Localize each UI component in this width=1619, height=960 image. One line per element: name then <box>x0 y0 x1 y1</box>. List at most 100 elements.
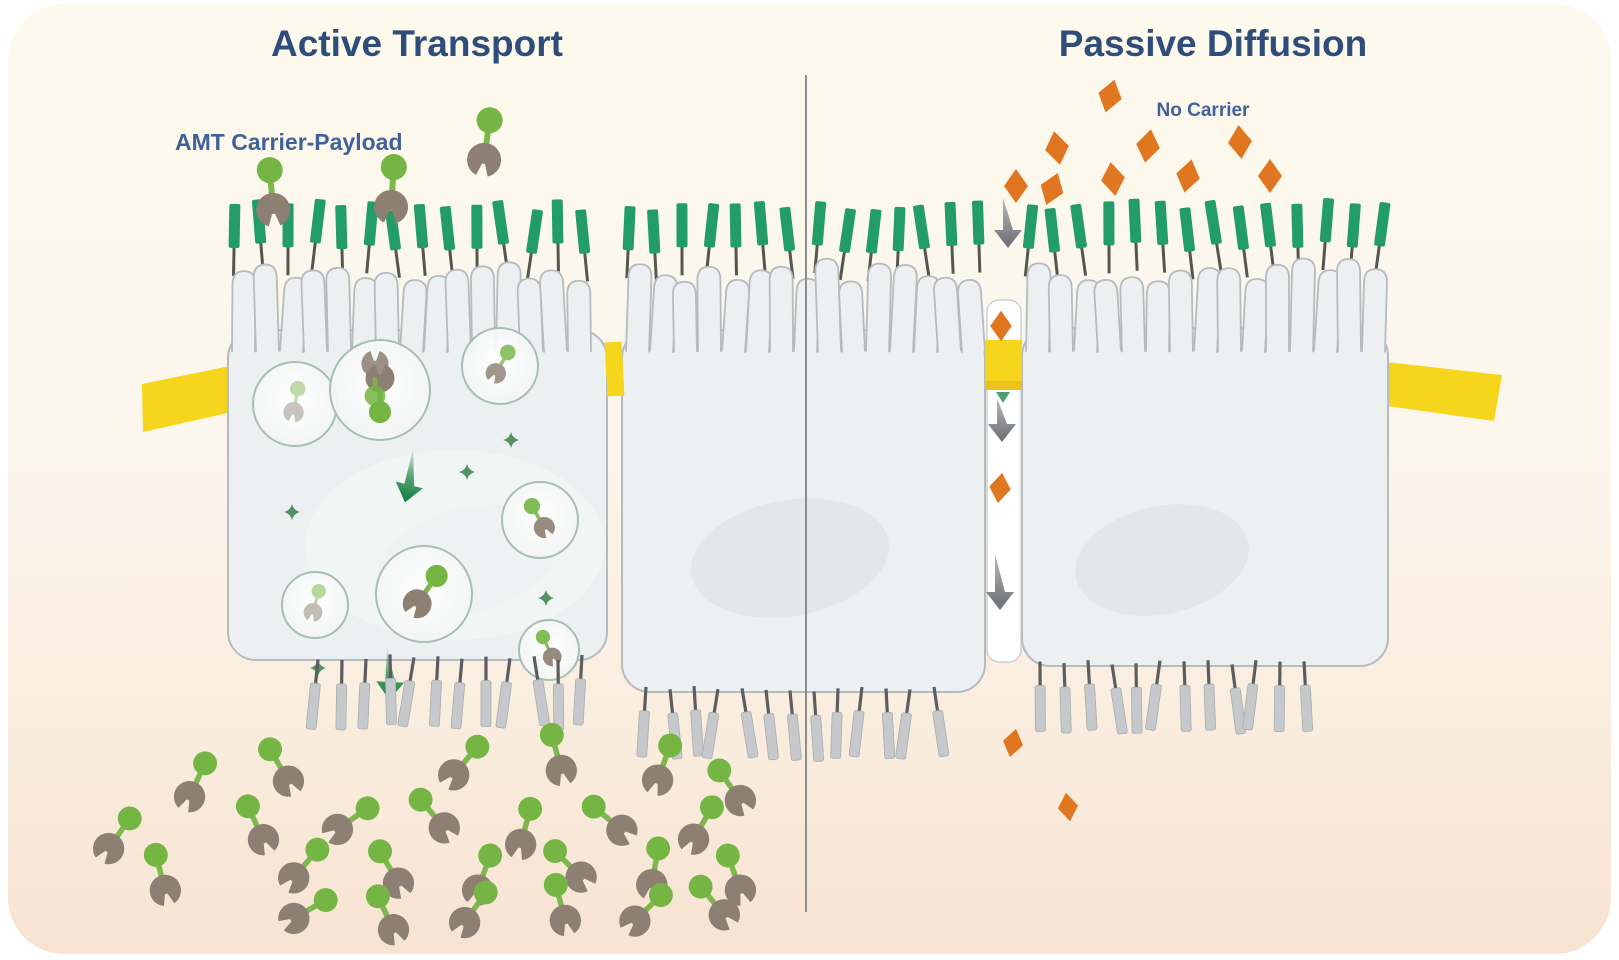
microvillus <box>1361 268 1388 353</box>
receptor-stick <box>1103 201 1115 274</box>
payload-ball <box>368 401 392 424</box>
receptor-stem <box>1107 243 1111 274</box>
basal-process <box>335 659 347 731</box>
carrier-notched-circle <box>545 754 577 787</box>
microvillus <box>399 279 428 353</box>
basal-slab <box>397 680 416 728</box>
payload-ball <box>539 722 564 747</box>
basal-stem <box>1062 663 1067 690</box>
payload-ball <box>380 154 407 181</box>
receptor-head <box>551 199 564 244</box>
carrier-payload-molecule <box>258 737 305 797</box>
receptor-stick <box>384 205 401 278</box>
basal-slab <box>636 710 650 758</box>
receptor-head <box>492 200 509 245</box>
carrier-notched-circle <box>677 823 710 855</box>
transcytosis-vesicle <box>375 545 473 643</box>
carrier-payload-molecule <box>539 722 577 787</box>
carrier-notched-circle <box>278 902 310 935</box>
receptor-stick <box>1022 204 1039 277</box>
receptor-head <box>439 205 456 251</box>
receptor-stick <box>1044 208 1061 281</box>
basal-slab <box>895 712 912 760</box>
basal-stem <box>313 659 320 686</box>
receptor-stem <box>788 248 795 279</box>
basal-process <box>882 688 896 759</box>
microvillus <box>1167 269 1194 353</box>
transcytosis-vesicle <box>461 327 539 405</box>
basal-stem <box>692 686 698 713</box>
basal-slab <box>1059 686 1072 734</box>
passive-diffusion-arrow <box>994 198 1022 248</box>
receptor-head <box>912 204 930 250</box>
basal-stem <box>1302 661 1308 688</box>
receptor-head <box>839 208 856 253</box>
basal-stem <box>408 657 416 684</box>
transcytosis-vesicle <box>501 481 579 559</box>
tight-junction-block <box>985 340 1022 388</box>
receptor-stem <box>922 246 931 277</box>
carrier-notched-circle <box>641 764 674 796</box>
free-drug-diamond <box>1101 162 1125 196</box>
basal-process <box>1130 663 1143 734</box>
basal-stem <box>1038 661 1042 688</box>
basal-slab <box>882 711 896 759</box>
free-drug-diamond <box>989 472 1011 504</box>
amt-carrier-payload-label: AMT Carrier-Payload <box>175 129 403 155</box>
carrier-payload-molecule <box>641 733 683 796</box>
payload-ball <box>646 836 671 861</box>
payload-ball <box>478 843 503 868</box>
payload-ball <box>518 796 543 821</box>
basal-slab <box>932 709 950 758</box>
payload-ball <box>408 787 433 812</box>
basal-stem <box>532 655 540 683</box>
no-carrier-label: No Carrier <box>1157 100 1251 121</box>
basal-stem <box>363 658 368 686</box>
microvillus <box>696 265 722 353</box>
receptor-stem <box>734 245 738 276</box>
receptor-head <box>972 200 985 245</box>
basal-stem <box>578 654 584 681</box>
carrier-notched-circle <box>619 905 651 937</box>
receptor-head <box>471 204 483 249</box>
receptor-head <box>1128 198 1142 243</box>
free-drug-diamond <box>1040 173 1064 205</box>
basal-stem <box>1134 663 1138 690</box>
basal-stem <box>388 654 393 681</box>
receptor-head <box>228 203 241 248</box>
junction-mini-arrow <box>996 392 1010 403</box>
basal-slab <box>1130 686 1143 734</box>
free-drug-diamond <box>1136 129 1160 163</box>
basal-process <box>895 689 912 760</box>
basal-process <box>848 686 865 758</box>
microvillus <box>1216 267 1242 353</box>
basal-slab <box>810 714 825 762</box>
basal-stem <box>1251 659 1258 687</box>
basal-stem <box>339 659 344 686</box>
receptor-stick <box>1128 198 1142 271</box>
payload-ball <box>368 839 392 864</box>
receptor-stem <box>1023 246 1030 277</box>
transcytosis-vesicle <box>518 619 580 681</box>
receptor-stem <box>950 243 955 274</box>
receptor-head <box>676 203 688 248</box>
payload-ball <box>256 157 283 184</box>
carrier-payload-molecule <box>278 837 330 894</box>
basal-slab <box>763 713 779 761</box>
carrier-payload-molecule <box>235 794 280 856</box>
carrier-payload-molecule <box>173 751 218 813</box>
basal-stem <box>556 659 560 686</box>
receptor-stick <box>1319 197 1335 271</box>
receptor-head <box>1022 204 1039 249</box>
receptor-stem <box>813 243 819 274</box>
receptor-stick <box>912 204 931 277</box>
transcytosis-vesicle <box>252 361 338 447</box>
carrier-payload-molecule <box>707 758 757 817</box>
receptor-head <box>1260 202 1276 248</box>
transcytosis-vesicle <box>281 571 349 639</box>
receptor-head <box>865 209 882 254</box>
basal-process <box>932 686 950 758</box>
basal-process <box>636 686 650 758</box>
cell-nucleus <box>1075 504 1249 616</box>
